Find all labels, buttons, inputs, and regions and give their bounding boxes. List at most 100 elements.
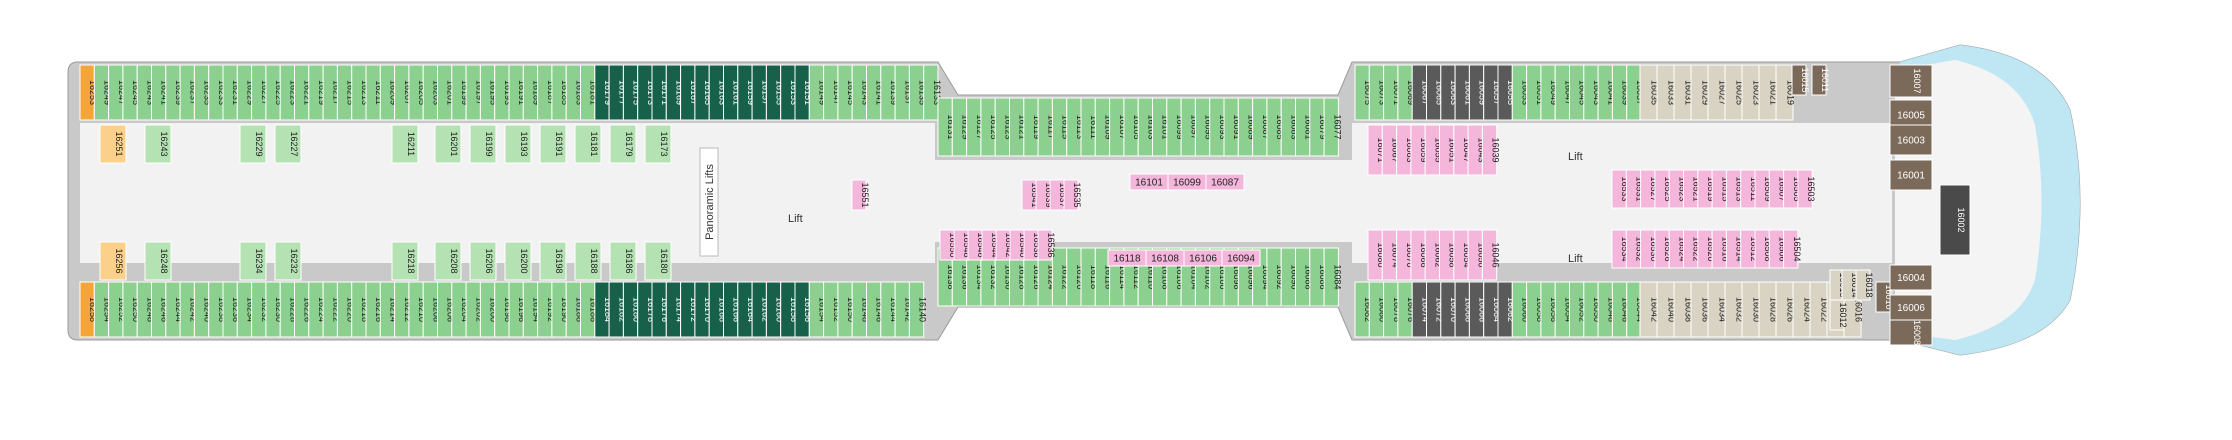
cabin-16542[interactable]: 16542: [995, 229, 1014, 261]
cabin-16229[interactable]: 16229: [239, 124, 267, 164]
cabin-16232[interactable]: 16232: [251, 281, 270, 338]
cabin-16011[interactable]: 16011: [1811, 64, 1830, 96]
cabin-16238[interactable]: 16238: [208, 281, 227, 338]
cabin-16113[interactable]: 16113: [1066, 97, 1085, 157]
cabin-16218[interactable]: 16218: [391, 241, 419, 281]
cabin-16218[interactable]: 16218: [351, 281, 370, 338]
cabin-16186[interactable]: 16186: [580, 281, 599, 338]
cabin-16157[interactable]: 16157: [751, 64, 770, 121]
cabin-16252[interactable]: 16252: [108, 281, 127, 338]
cabin-16070[interactable]: 16070: [1440, 281, 1459, 338]
cabin-16180[interactable]: 16180: [644, 241, 672, 281]
cabin-16172[interactable]: 16172: [680, 281, 699, 338]
cabin-16227[interactable]: 16227: [274, 124, 302, 164]
cabin-16010[interactable]: 16010: [1875, 281, 1894, 313]
cabin-16519[interactable]: 16519: [1697, 169, 1716, 209]
cabin-16248[interactable]: 16248: [144, 241, 172, 281]
cabin-16232[interactable]: 16232: [274, 241, 302, 281]
cabin-16015[interactable]: 16015: [1791, 64, 1810, 96]
cabin-16183[interactable]: 16183: [565, 64, 584, 121]
cabin-16201[interactable]: 16201: [434, 124, 462, 164]
cabin-16099[interactable]: 16099: [1167, 173, 1207, 191]
cabin-16162[interactable]: 16162: [751, 281, 770, 338]
cabin-16193[interactable]: 16193: [504, 124, 532, 164]
cabin-16216[interactable]: 16216: [365, 281, 384, 338]
cabin-16018[interactable]: 16018: [1855, 269, 1874, 301]
cabin-16160[interactable]: 16160: [765, 281, 785, 338]
suite-16004[interactable]: 16004: [1889, 264, 1933, 291]
cabin-16085[interactable]: 16085: [1266, 97, 1285, 157]
cabin-16228[interactable]: 16228: [279, 281, 298, 338]
cabin-fp-16046[interactable]: 16046: [1481, 229, 1501, 281]
cabin-16503[interactable]: 16503: [1797, 169, 1816, 209]
cabin-16181[interactable]: 16181: [574, 124, 602, 164]
cabin-16073[interactable]: 16073: [1368, 64, 1387, 121]
cabin-16153[interactable]: 16153: [780, 64, 799, 121]
cabin-16191[interactable]: 16191: [539, 124, 567, 164]
cabin-16028[interactable]: 16028: [1758, 281, 1779, 338]
cabin-fp-16066[interactable]: 16066: [1410, 229, 1429, 281]
cabin-16209[interactable]: 16209: [379, 64, 398, 121]
cabin-16206[interactable]: 16206: [437, 281, 456, 338]
cabin-16101[interactable]: 16101: [1152, 97, 1171, 157]
cabin-16202[interactable]: 16202: [465, 281, 484, 338]
cabin-16173[interactable]: 16173: [644, 124, 672, 164]
cabin-16539[interactable]: 16539: [1035, 179, 1054, 211]
cabin-16075[interactable]: 16075: [1354, 64, 1373, 121]
cabin-16092[interactable]: 16092: [1266, 247, 1285, 307]
cabin-16140[interactable]: 16140: [908, 281, 928, 338]
cabin-fp-16071[interactable]: 16071: [1367, 124, 1386, 176]
cabin-16198[interactable]: 16198: [494, 281, 513, 338]
cabin-16087[interactable]: 16087: [1205, 173, 1245, 191]
cabin-16179[interactable]: 16179: [609, 124, 637, 164]
cabin-16118[interactable]: 16118: [1107, 249, 1147, 267]
cabin-16211[interactable]: 16211: [391, 124, 419, 164]
cabin-16125[interactable]: 16125: [980, 97, 999, 157]
cabin-16188[interactable]: 16188: [574, 241, 602, 281]
cabin-16504[interactable]: 16504: [1783, 229, 1802, 269]
cabin-16185[interactable]: 16185: [551, 64, 570, 121]
cabin-16108[interactable]: 16108: [1145, 249, 1185, 267]
cabin-16200[interactable]: 16200: [504, 241, 532, 281]
cabin-16082[interactable]: 16082: [1354, 281, 1373, 338]
cabin-16186[interactable]: 16186: [609, 241, 637, 281]
cabin-16550[interactable]: 16550: [939, 229, 958, 261]
cabin-16105[interactable]: 16105: [1123, 97, 1142, 157]
cabin-16154[interactable]: 16154: [808, 281, 827, 338]
suite-16002[interactable]: 16002: [1939, 184, 1971, 256]
cabin-16061[interactable]: 16061: [1454, 64, 1473, 121]
cabin-16251[interactable]: 16251: [99, 124, 127, 164]
suite-16001[interactable]: 16001: [1889, 159, 1933, 191]
cabin-16144[interactable]: 16144: [880, 281, 899, 338]
cabin-16243[interactable]: 16243: [144, 124, 172, 164]
cabin-16077[interactable]: 16077: [1323, 97, 1342, 157]
suite-16007[interactable]: 16007: [1889, 64, 1933, 98]
cabin-fp-16062[interactable]: 16062: [1424, 229, 1443, 281]
cabin-16133[interactable]: 16133: [923, 64, 942, 121]
cabin-16143[interactable]: 16143: [851, 64, 870, 121]
cabin-fp-16039[interactable]: 16039: [1481, 124, 1501, 176]
cabin-16233[interactable]: 16233: [208, 64, 227, 121]
cabin-16508[interactable]: 16508: [1754, 229, 1773, 269]
cabin-16199[interactable]: 16199: [451, 64, 470, 121]
suite-16008[interactable]: 16008: [1889, 319, 1933, 346]
cabin-16551[interactable]: 16551: [851, 179, 870, 211]
cabin-16064[interactable]: 16064: [1483, 281, 1502, 338]
cabin-16079[interactable]: 16079: [1309, 97, 1328, 157]
cabin-16199[interactable]: 16199: [469, 124, 497, 164]
cabin-16206[interactable]: 16206: [469, 241, 497, 281]
cabin-16215[interactable]: 16215: [336, 64, 356, 121]
cabin-16536[interactable]: 16536: [1037, 229, 1056, 261]
cabin-16535[interactable]: 16535: [1063, 179, 1082, 211]
cabin-16173[interactable]: 16173: [637, 64, 656, 121]
cabin-16171[interactable]: 16171: [651, 64, 670, 121]
cabin-16059[interactable]: 16059: [1468, 64, 1488, 121]
cabin-16101[interactable]: 16101: [1129, 173, 1169, 191]
cabin-16241[interactable]: 16241: [151, 64, 170, 121]
cabin-16214[interactable]: 16214: [379, 281, 398, 338]
cabin-fp-16055[interactable]: 16055: [1424, 124, 1443, 176]
cabin-fp-16074[interactable]: 16074: [1381, 229, 1400, 281]
cabin-16258[interactable]: 16258: [79, 281, 98, 338]
cabin-16034[interactable]: 16034: [1707, 281, 1728, 338]
cabin-16087[interactable]: 16087: [1252, 97, 1271, 157]
